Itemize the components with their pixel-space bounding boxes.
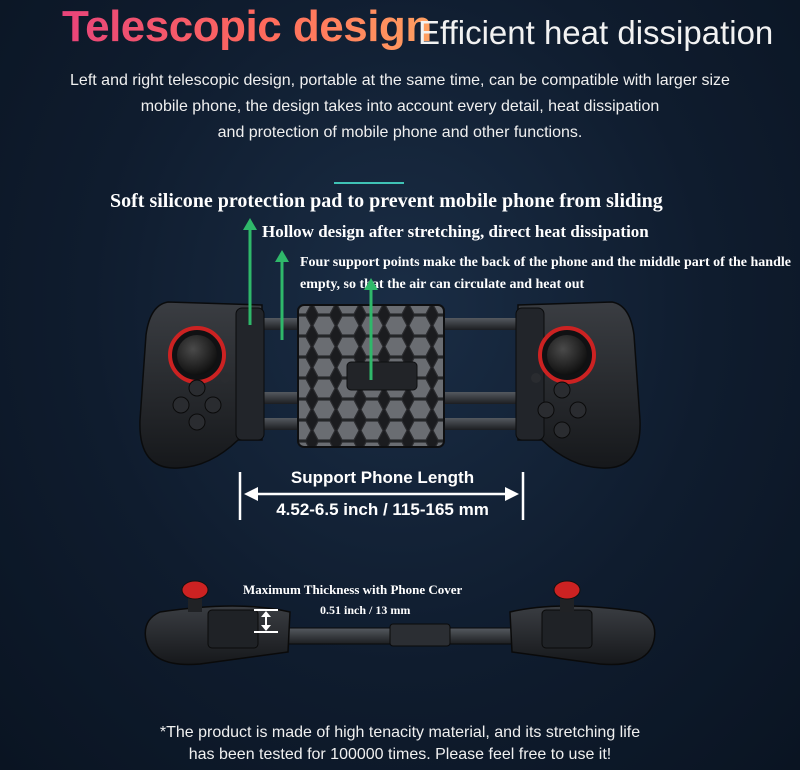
arrow-up-icon — [364, 278, 378, 290]
face-buttons-icon — [537, 381, 587, 439]
footnote-line: *The product is made of high tenacity ma… — [159, 724, 641, 741]
controller-top-view — [139, 301, 641, 469]
arrow-right-icon — [505, 487, 519, 501]
footnote: *The product is made of high tenacity ma… — [0, 722, 800, 766]
feature-pad: Soft silicone protection pad to prevent … — [110, 190, 663, 212]
left-stick-icon — [177, 335, 217, 375]
right-clamp — [515, 307, 545, 441]
intro-line: Left and right telescopic design, portab… — [70, 72, 730, 89]
green-arrows — [243, 218, 378, 380]
intro-line: and protection of mobile phone and other… — [217, 124, 583, 141]
length-dimension — [238, 472, 525, 520]
side-left-clamp — [207, 609, 259, 649]
side-center-block — [389, 623, 451, 647]
side-left-stick-icon — [181, 580, 209, 600]
thickness-dimension — [254, 609, 278, 633]
dpad-icon — [172, 379, 222, 431]
left-clamp — [235, 307, 265, 441]
small-button-icon — [531, 373, 541, 383]
arrow-up-icon — [243, 218, 257, 230]
center-pad — [346, 361, 418, 391]
support-length-value: 4.52-6.5 inch / 115-165 mm — [276, 500, 489, 519]
intro-line: mobile phone, the design takes into acco… — [140, 98, 660, 115]
arrow-up-icon — [275, 250, 289, 262]
arrow-left-icon — [244, 487, 258, 501]
thickness-value: 0.51 inch / 13 mm — [320, 603, 411, 617]
page-title: Telescopic design — [62, 2, 432, 51]
side-right-clamp — [541, 609, 593, 649]
controller-side-view — [144, 580, 656, 666]
support-length-label: Support Phone Length — [290, 468, 475, 487]
feature-hollow: Hollow design after stretching, direct h… — [262, 222, 649, 241]
accent-divider — [334, 182, 404, 184]
footnote-line: has been tested for 100000 times. Please… — [188, 746, 612, 763]
intro-text: Left and right telescopic design, portab… — [0, 68, 800, 146]
small-button-icon — [220, 373, 230, 383]
right-stick-icon — [547, 335, 587, 375]
side-right-stick-icon — [553, 580, 581, 600]
arrow-down-icon — [261, 625, 271, 631]
arrow-up-icon — [261, 611, 271, 617]
page-subtitle: Efficient heat dissipation — [418, 14, 774, 51]
thickness-label: Maximum Thickness with Phone Cover — [243, 582, 463, 597]
